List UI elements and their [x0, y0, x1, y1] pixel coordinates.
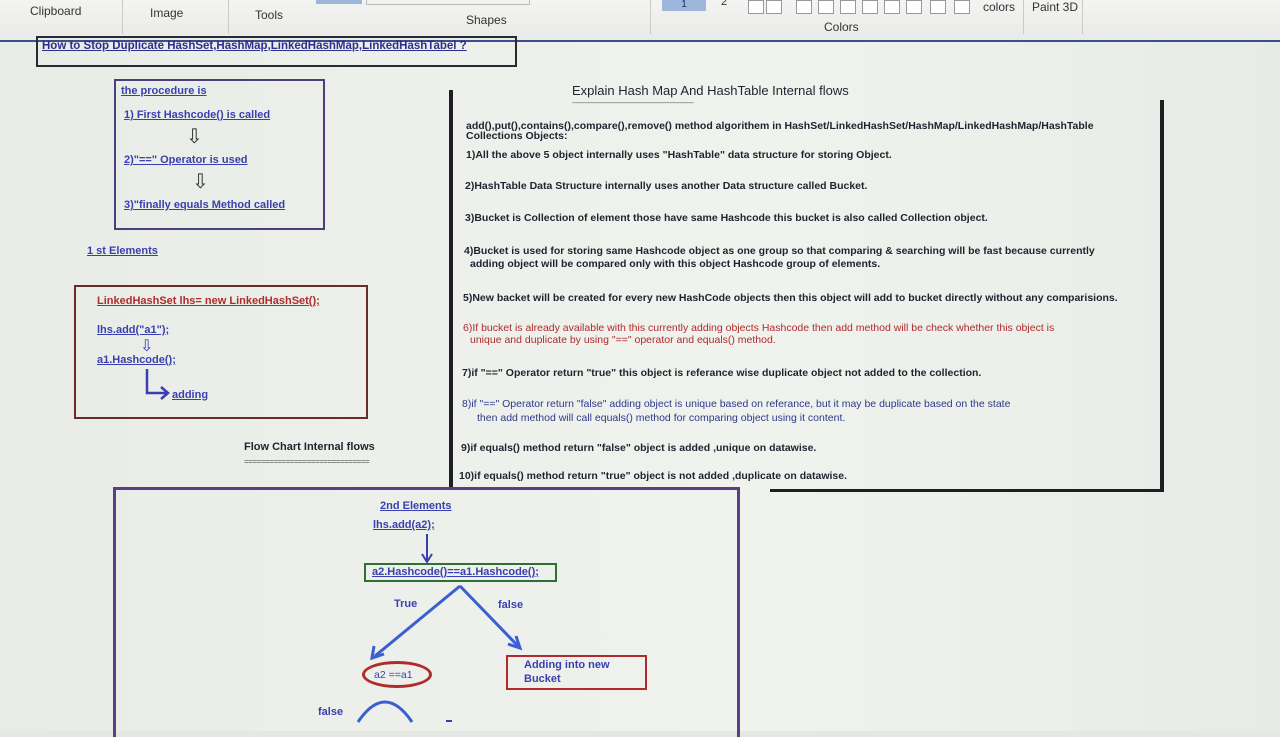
flow-chart-title: Flow Chart Internal flows [244, 441, 375, 453]
size-option-1[interactable]: 1 [662, 0, 706, 11]
false-label: false [498, 599, 524, 611]
canvas[interactable] [0, 42, 1280, 731]
explain-point-6a: 6)If bucket is already available with th… [463, 322, 1055, 334]
color-swatch[interactable] [884, 0, 900, 14]
procedure-step-3: 3)"finally equals Method called [124, 199, 286, 211]
ribbon-divider [122, 0, 123, 34]
new-bucket-text-1: Adding into new [524, 659, 610, 671]
ribbon-divider [1082, 0, 1083, 34]
flow-arrows [356, 534, 523, 723]
size-option-2[interactable]: 2 [721, 0, 728, 8]
explain-point-5: 5)New backet will be created for every n… [463, 292, 1118, 304]
explain-intro-2: Collections Objects: [466, 130, 568, 142]
explain-heading-dashes: ----------------------------------------… [572, 100, 694, 107]
procedure-heading: the procedure is [121, 85, 207, 97]
ribbon-shape-gallery-edge [316, 0, 362, 4]
hashcode-compare-text: a2.Hashcode()==a1.Hashcode(); [372, 566, 539, 578]
second-elements-label: 2nd Elements [380, 500, 452, 512]
true-label: True [394, 598, 418, 610]
false-branch-arrow [458, 584, 520, 648]
arrowhead [370, 645, 385, 661]
lhs-hashcode-call: a1.Hashcode(); [97, 354, 176, 366]
lhs-declaration: LinkedHashSet lhs= new LinkedHashSet(); [97, 295, 320, 307]
explain-intro-1: add(),put(),contains(),compare(),remove(… [466, 120, 1094, 132]
ribbon-divider [650, 0, 651, 34]
color-swatch[interactable] [906, 0, 922, 14]
flow-chart-underline: ============================== [244, 457, 370, 466]
explain-left-border [449, 90, 453, 490]
ribbon-clipboard-label[interactable]: Clipboard [30, 4, 82, 18]
explain-point-8a: 8)if "==" Operator return "false" adding… [462, 398, 1011, 410]
procedure-step-2: 2)"==" Operator is used [124, 154, 248, 166]
equality-check-oval: a2 ==a1 [362, 661, 432, 688]
ribbon-divider [228, 0, 229, 34]
color-swatch[interactable] [766, 0, 782, 14]
bent-arrow-icon [145, 369, 170, 400]
page-title: How to Stop Duplicate HashSet,HashMap,Li… [42, 40, 467, 52]
down-arrow-icon: ⇩ [186, 126, 203, 148]
true-branch-arrow [374, 584, 461, 658]
hashcode-compare-box: a2.Hashcode()==a1.Hashcode(); [364, 563, 557, 582]
paint3d-button[interactable]: Paint 3D [1032, 0, 1079, 14]
explain-point-3: 3)Bucket is Collection of element those … [465, 212, 988, 224]
ribbon-divider [1023, 0, 1024, 34]
color-swatch[interactable] [796, 0, 812, 14]
explain-point-10: 10)if equals() method return "true" obje… [459, 470, 848, 482]
color-swatch[interactable] [862, 0, 878, 14]
dash-mark [446, 720, 452, 722]
first-elements-label: 1 st Elements [87, 245, 158, 257]
explain-point-7: 7)if "==" Operator return "true" this ob… [462, 367, 982, 379]
new-bucket-box: Adding into new Bucket [506, 655, 647, 690]
title-box: How to Stop Duplicate HashSet,HashMap,Li… [36, 36, 517, 67]
ribbon-image-label[interactable]: Image [150, 6, 184, 20]
color-swatch[interactable] [818, 0, 834, 14]
ribbon-shapes-label[interactable]: Shapes [466, 13, 507, 27]
explain-bottom-border [770, 489, 1164, 492]
explain-point-1: 1)All the above 5 object internally uses… [466, 149, 892, 161]
explain-right-border [1160, 100, 1164, 492]
ribbon-tools-label[interactable]: Tools [255, 8, 284, 22]
bottom-arc [356, 700, 414, 723]
arrowhead [507, 635, 523, 651]
bottom-false-label: false [318, 706, 344, 718]
explain-point-9: 9)if equals() method return "false" obje… [461, 442, 817, 454]
arrowhead [421, 553, 433, 564]
color-swatch[interactable] [954, 0, 970, 14]
explain-point-4b: adding object will be compared only with… [470, 258, 881, 270]
ribbon-colors-label[interactable]: Colors [824, 20, 859, 34]
flow-add-call: lhs.add(a2); [373, 519, 435, 531]
explain-point-8b: then add method will call equals() metho… [477, 412, 846, 424]
explain-point-2: 2)HashTable Data Structure internally us… [465, 180, 868, 192]
equality-check-text: a2 ==a1 [374, 669, 413, 681]
explain-heading: Explain Hash Map And HashTable Internal … [572, 83, 849, 98]
lhs-box: LinkedHashSet lhs= new LinkedHashSet(); … [74, 285, 368, 419]
lhs-adding-label: adding [172, 389, 209, 401]
new-bucket-text-2: Bucket [524, 673, 561, 685]
down-arrow-icon: ⇩ [140, 338, 154, 355]
color-swatch[interactable] [748, 0, 764, 14]
explain-point-4a: 4)Bucket is used for storing same Hashco… [464, 245, 1095, 257]
explain-point-6b: unique and duplicate by using "==" opera… [470, 334, 776, 346]
flow-chart-box [113, 487, 740, 737]
edit-colors-button[interactable]: colors [983, 0, 1016, 14]
procedure-step-1: 1) First Hashcode() is called [124, 109, 271, 121]
ribbon-shape-outline-edge [366, 0, 530, 5]
color-swatch[interactable] [930, 0, 946, 14]
ribbon: Clipboard Image Tools Shapes 1 2 Colors … [0, 0, 1280, 42]
procedure-box: the procedure is 1) First Hashcode() is … [114, 79, 325, 230]
color-swatch[interactable] [840, 0, 856, 14]
down-arrow-icon: ⇩ [192, 171, 209, 193]
lhs-add-call: lhs.add("a1"); [97, 324, 170, 336]
